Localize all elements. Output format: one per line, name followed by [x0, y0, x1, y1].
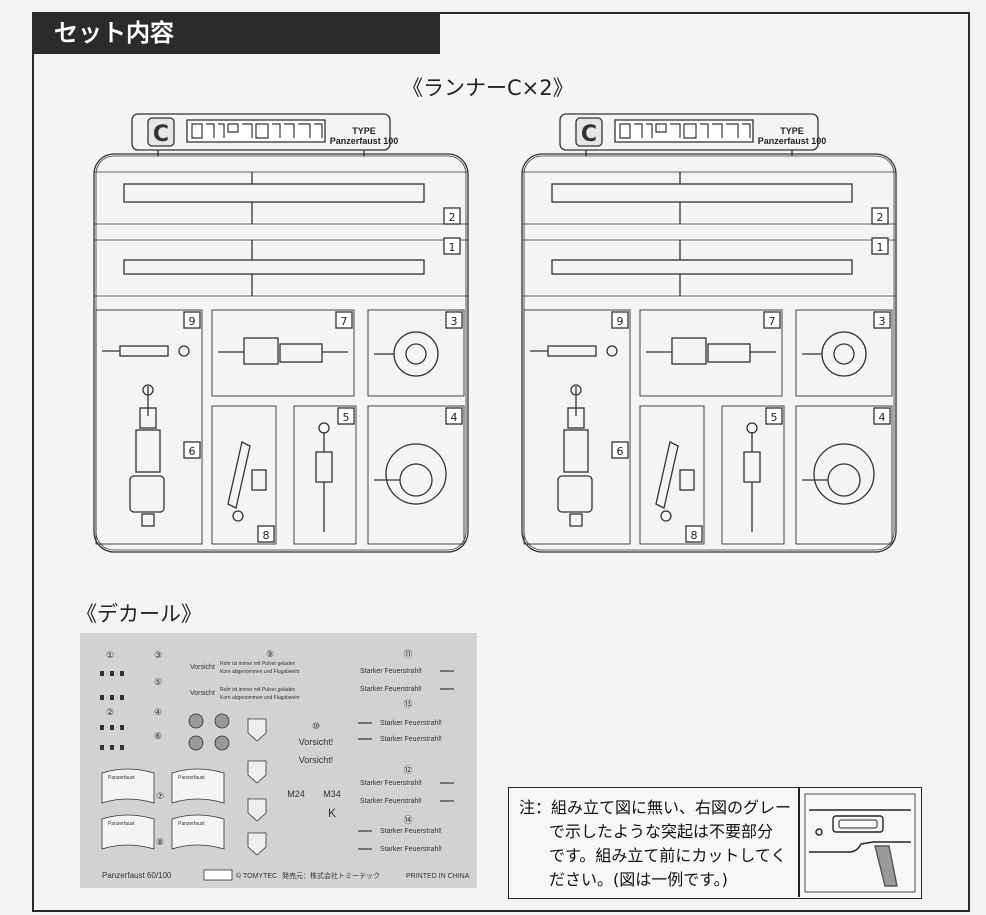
decal-num-12: ⑫ — [403, 765, 412, 776]
decal-starker-6: Starker Feuerstrahl! — [360, 798, 422, 805]
part-number-4: 4 — [879, 411, 886, 424]
decal-num-2: ② — [106, 708, 114, 718]
decal-m34: M34 — [323, 789, 341, 799]
part-number-2: 2 — [449, 211, 456, 224]
part-number-1: 1 — [449, 241, 456, 254]
decal-fine-text-2a: Rohr ist immer mit Pulver geladen — [220, 687, 296, 693]
decal-starker-4: Starker Feuerstrahl! — [380, 736, 442, 743]
part-number-5: 5 — [771, 411, 778, 424]
runner-sprue-left: C TYPE Panzerfaust 100 2 1 — [92, 112, 472, 554]
decal-fine-text-1b: Korn abgenommen und Flugabwehr — [220, 669, 300, 675]
type-name: Panzerfaust 100 — [330, 136, 399, 146]
part-number-9: 9 — [189, 315, 196, 328]
part-number-3: 3 — [879, 315, 886, 328]
decal-panzerfaust-label-3: Panzerfaust — [108, 821, 135, 827]
decal-vorsicht-big-1: Vorsicht! — [299, 737, 334, 747]
decal-seller: 発売元：株式会社トミーテック — [282, 871, 380, 880]
decal-num-7: ⑦ — [156, 792, 164, 802]
decal-panzerfaust-label-1: Panzerfaust — [108, 775, 135, 781]
note-line-2: で示したような突起は不要部分 — [549, 822, 774, 841]
decal-num-8: ⑧ — [156, 838, 164, 848]
part-number-9: 9 — [617, 315, 624, 328]
decal-starker-5: Starker Feuerstrahl! — [360, 780, 422, 787]
type-label: TYPE — [780, 126, 804, 136]
part-number-1: 1 — [877, 241, 884, 254]
decal-num-14: ⑭ — [403, 815, 412, 826]
decal-starker-3: Starker Feuerstrahl! — [380, 720, 442, 727]
part-number-8: 8 — [691, 529, 698, 542]
part-number-7: 7 — [341, 315, 348, 328]
decal-product-name: Panzerfaust 60/100 — [102, 871, 172, 880]
decal-num-11: ⑪ — [403, 649, 412, 660]
decal-copyright: © TOMYTEC — [236, 872, 277, 880]
decal-num-5: ⑤ — [154, 678, 162, 688]
cut-protrusion-icon — [874, 845, 898, 887]
decal-num-9: ⑨ — [266, 650, 274, 660]
part-number-6: 6 — [617, 445, 624, 458]
decal-section-title: 《デカール》 — [76, 602, 202, 626]
part-number-2: 2 — [877, 211, 884, 224]
decal-vorsicht-big-2: Vorsicht! — [299, 755, 334, 765]
note-line-1: 注：組み立て図に無い、右図のグレー — [519, 798, 792, 817]
type-name: Panzerfaust 100 — [758, 136, 827, 146]
decal-printed: PRINTED IN CHINA — [406, 873, 470, 880]
type-label: TYPE — [352, 126, 376, 136]
decal-vorsicht-1: Vorsicht — [190, 664, 215, 671]
part-number-3: 3 — [451, 315, 458, 328]
part-number-6: 6 — [189, 445, 196, 458]
decal-vorsicht-2: Vorsicht — [190, 690, 215, 697]
runner-letter: C — [581, 122, 597, 147]
decal-num-3: ③ — [154, 651, 162, 661]
decal-num-10: ⑩ — [312, 722, 320, 732]
decal-starker-8: Starker Feuerstrahl! — [380, 846, 442, 853]
decal-fine-text-1a: Rohr ist immer mit Pulver geladen — [220, 661, 296, 667]
note-text: 注：組み立て図に無い、右図のグレー で示したような突起は不要部分 です。組み立て… — [519, 796, 794, 892]
decal-num-4: ④ — [154, 708, 162, 718]
decal-panzerfaust-label-4: Panzerfaust — [178, 821, 205, 827]
runner-sprue-right: C TYPE Panzerfaust 100 2 1 9 7 — [520, 112, 900, 554]
page-title: セット内容 — [32, 12, 440, 54]
decal-num-13: ⑬ — [403, 699, 412, 710]
brand-logo-icon — [203, 869, 233, 881]
decal-k: K — [328, 806, 336, 820]
decal-starker-1: Starker Feuerstrahl! — [360, 668, 422, 675]
part-number-4: 4 — [451, 411, 458, 424]
part-number-5: 5 — [343, 411, 350, 424]
decal-num-6: ⑥ — [154, 732, 162, 742]
note-figure — [801, 790, 919, 900]
note-line-4: ださい。(図は一例です。) — [549, 870, 728, 889]
runner-section-title: 《ランナーC×2》 — [402, 76, 574, 100]
runner-letter: C — [153, 122, 169, 147]
note-line-3: です。組み立て前にカットしてく — [549, 846, 787, 865]
decal-panzerfaust-label-2: Panzerfaust — [178, 775, 205, 781]
decal-fine-text-2b: Korn abgenommen und Flugabwehr — [220, 695, 300, 701]
decal-m24: M24 — [287, 789, 305, 799]
part-number-8: 8 — [263, 529, 270, 542]
decal-num-1: ① — [106, 651, 114, 661]
decal-starker-2: Starker Feuerstrahl! — [360, 686, 422, 693]
note-box: 注：組み立て図に無い、右図のグレー で示したような突起は不要部分 です。組み立て… — [508, 787, 922, 899]
decal-starker-7: Starker Feuerstrahl! — [380, 828, 442, 835]
note-divider — [798, 788, 800, 897]
part-number-7: 7 — [769, 315, 776, 328]
decal-sheet: ① ② ③ ④ ⑤ ⑥ ⑦ ⑧ ⑨ ⑩ ⑪ ⑫ ⑬ ⑭ Vorsicht Roh… — [80, 633, 477, 888]
